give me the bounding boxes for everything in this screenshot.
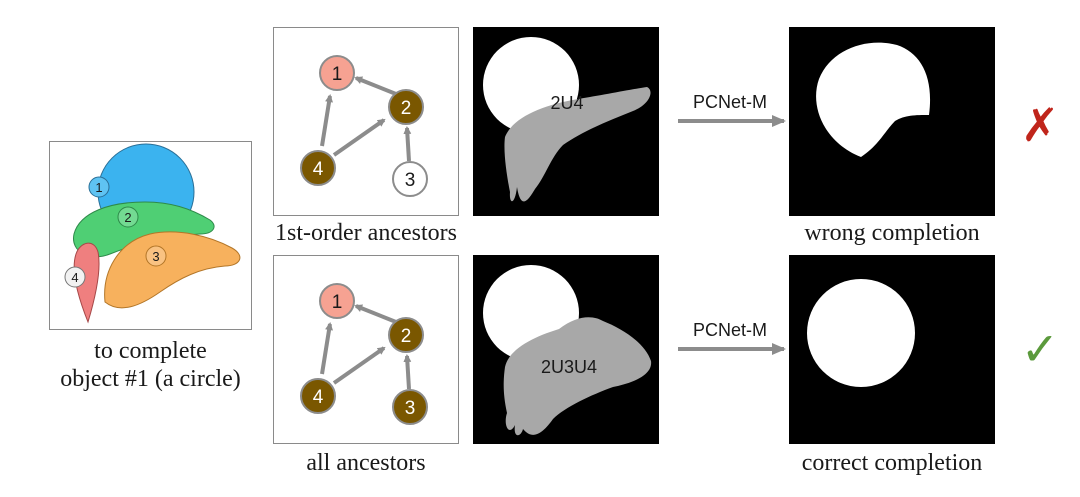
edge-3-to-2 [403, 126, 412, 162]
object-2-shape [73, 201, 215, 258]
input-panel-row1: 2U4 [473, 27, 659, 216]
node-3-label: 3 [405, 170, 416, 191]
node-2 [388, 317, 424, 353]
ancestor-graph-row2: 1 2 3 4 [300, 283, 428, 425]
occluder-label-row2: 2U3U4 [541, 357, 597, 377]
object-3-marker [145, 245, 167, 267]
node-4-label: 4 [313, 387, 324, 408]
output-panel-row2 [789, 255, 995, 444]
edge-2-to-1 [354, 304, 397, 324]
node-2 [388, 89, 424, 125]
target-caption-line2: object #1 (a circle) [60, 366, 241, 392]
result-caption-row2: correct completion [801, 450, 983, 476]
node-3 [392, 389, 428, 425]
graph-caption-row2: all ancestors [306, 450, 426, 476]
result-caption-row1: wrong completion [804, 220, 980, 246]
occluder-shape-row1 [504, 87, 651, 202]
object-3-label: 3 [152, 249, 159, 264]
graph-box-row1: 1 2 3 4 [273, 27, 459, 216]
input-mask-row1: 2U4 [483, 37, 651, 202]
node-2-label: 2 [401, 98, 412, 119]
node-3-label: 3 [405, 398, 416, 419]
verdict-row2: ✓ [1020, 322, 1060, 376]
arrow-row1: PCNet-M [678, 92, 786, 127]
output-mask-row1 [816, 42, 931, 157]
node-3 [392, 161, 428, 197]
input-panel-row2: 2U3U4 [473, 255, 659, 444]
method-label-row2: PCNet-M [693, 320, 767, 340]
ancestor-graph-row1: 1 2 3 4 [300, 55, 428, 197]
object-4-label: 4 [71, 270, 78, 285]
output-mask-row2 [807, 279, 915, 387]
method-label-row1: PCNet-M [693, 92, 767, 112]
occluder-shape-row2 [503, 317, 652, 436]
verdict-row1: ✗ [1020, 98, 1060, 152]
graph-caption-row1: 1st-order ancestors [275, 220, 457, 246]
wrong-completion-shape [816, 42, 931, 157]
output-panel-row1 [789, 27, 995, 216]
arrow-row2: PCNet-M [678, 320, 786, 355]
node-1-label: 1 [332, 64, 343, 85]
edge-3-to-2 [403, 354, 412, 390]
target-caption-line1: to complete [94, 338, 207, 364]
object-3-shape [104, 231, 241, 309]
edge-4-to-1 [320, 322, 334, 375]
node-1 [319, 283, 355, 319]
graph-box-row2: 1 2 3 4 [273, 255, 459, 444]
object-2-marker [117, 206, 139, 228]
target-scene-box: 1 2 3 4 [49, 141, 252, 330]
node-1-label: 1 [332, 292, 343, 313]
object-2-label: 2 [124, 210, 131, 225]
object-4-marker [64, 266, 86, 288]
node-4 [300, 150, 336, 186]
node-4 [300, 378, 336, 414]
object-1-marker [88, 176, 110, 198]
edge-4-to-2 [332, 346, 386, 385]
edge-2-to-1 [354, 76, 397, 96]
occluder-label-row1: 2U4 [550, 93, 583, 113]
object-4-shape [73, 242, 100, 324]
node-2-label: 2 [401, 326, 412, 347]
node-1 [319, 55, 355, 91]
input-mask-row2: 2U3U4 [483, 265, 652, 436]
target-scene: 1 2 3 4 [64, 143, 241, 324]
correct-completion-shape [807, 279, 915, 387]
edge-4-to-2 [332, 118, 386, 157]
object-1-label: 1 [95, 180, 102, 195]
node-4-label: 4 [313, 159, 324, 180]
edge-4-to-1 [320, 94, 334, 147]
